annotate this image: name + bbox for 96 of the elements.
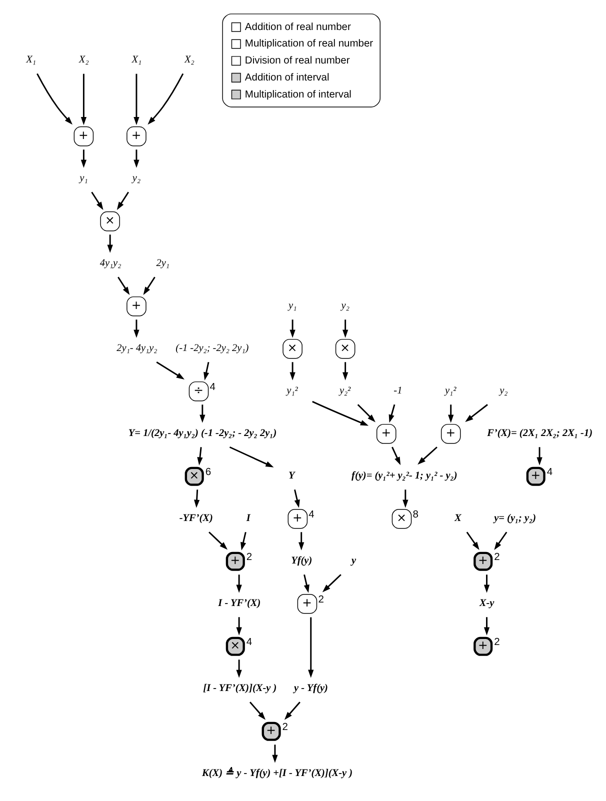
arrow [107, 234, 113, 253]
node-label: 2 [494, 637, 500, 648]
arrow [143, 276, 156, 295]
node-text: F’(X)= (2X₁ 2X₂; 2X₁ -1) [487, 428, 593, 439]
arrow [236, 617, 242, 636]
node-text: 2y₁- 4y₁y₂ [116, 342, 158, 354]
node-label: 2 [282, 722, 288, 734]
node-label: 2 [246, 552, 252, 564]
node-text: y= (y₁; y₂) [494, 512, 536, 524]
arrow [418, 446, 438, 465]
node-text: Y [288, 470, 295, 482]
arrow [342, 320, 348, 338]
arrow [322, 574, 342, 592]
arrow [312, 400, 369, 426]
node-label: 2 [494, 552, 500, 564]
node-label: 2 [318, 594, 324, 606]
arrow [80, 150, 87, 168]
node-label: 4 [246, 637, 252, 648]
arrow [236, 574, 242, 593]
node-text: y - Yf(y) [294, 682, 328, 694]
arrow [240, 532, 246, 550]
legend-label: Multiplication of interval [244, 89, 352, 100]
arrow [294, 489, 300, 508]
arrow [156, 361, 184, 380]
arrow [465, 404, 488, 422]
node-text: X₁ [26, 54, 36, 66]
arrow [116, 192, 130, 210]
arrow [36, 73, 72, 125]
node-text: 4y₁y₂ [100, 258, 122, 269]
arrow [229, 446, 274, 468]
node-text: X₁ [132, 54, 142, 66]
legend-label: Addition of real number [244, 22, 351, 33]
node-text: y₂ [500, 385, 508, 396]
node-text: y₂ [132, 172, 141, 184]
node-text: (-1 -2y₂; -2y₂ 2y₁) [176, 342, 249, 354]
node-label: 6 [205, 467, 212, 478]
arrow [272, 744, 278, 763]
arrow [484, 617, 490, 636]
arrow [236, 660, 242, 678]
node-text: K(X) ≜ y - Yf(y) +[I - YF’(X)](X-y ) [202, 768, 353, 779]
arrow [308, 617, 314, 678]
arrow [536, 447, 542, 466]
arrow [148, 73, 184, 125]
arrow [342, 362, 348, 380]
arrow [91, 192, 104, 210]
node-text: y₂² [339, 385, 351, 396]
node-label: 4 [210, 382, 216, 394]
node-text: y₁ [288, 300, 297, 312]
node-text: X₂ [184, 54, 194, 66]
node-text: y₁ [80, 172, 88, 184]
arrow [298, 532, 304, 550]
node-text: y₁² [286, 385, 298, 396]
arrow [484, 574, 490, 593]
arrow [284, 702, 300, 720]
legend-label: Addition of interval [244, 72, 330, 84]
node-text: y [352, 555, 356, 566]
arrow [200, 404, 206, 423]
arrow [466, 532, 480, 550]
arrow [134, 74, 140, 126]
node-text: [I - YF’(X)](X-y ) [203, 682, 277, 694]
arrow [290, 362, 296, 380]
node-text: X₂ [78, 54, 89, 66]
node-text: f(y)= (y₁²+ y₂²- 1; y₁² - y₂) [352, 470, 458, 482]
node-text: Yf(y) [291, 555, 312, 566]
arrow [448, 404, 454, 423]
node-text: X [454, 512, 462, 524]
arrow [208, 532, 228, 550]
node-text: I [246, 512, 250, 524]
arrow [134, 150, 140, 168]
node-text: -YF’(X) [179, 512, 213, 524]
node-label: 8 [412, 510, 418, 521]
node-text: 2y₁ [156, 258, 170, 269]
node-text: y₁² [444, 385, 456, 396]
arrow [494, 532, 508, 550]
arrow [304, 574, 310, 593]
arrow [402, 490, 408, 508]
node-text: y₂ [341, 300, 350, 312]
arrow [290, 320, 296, 338]
arrow [118, 276, 130, 295]
arrow [388, 404, 396, 423]
node-label: 4 [546, 467, 553, 478]
arrow [197, 447, 203, 466]
legend-label: Division of real number [244, 56, 350, 67]
node-label: 4 [308, 510, 314, 521]
arrow [80, 74, 87, 126]
node-text: I - YF’(X) [218, 598, 261, 609]
node-text: X-y [479, 598, 494, 609]
legend-label: Multiplication of real number [244, 38, 374, 50]
arrow [249, 702, 266, 720]
arrow [392, 446, 401, 466]
node-text: Y= 1/(2y₁- 4y₁y₂) (-1 -2y₂; - 2y₂ 2y₁) [128, 428, 277, 439]
node-text: -1 [394, 385, 402, 396]
arrow [194, 490, 200, 508]
arrow [204, 362, 210, 380]
arrow [357, 404, 376, 422]
arrow [134, 320, 140, 338]
